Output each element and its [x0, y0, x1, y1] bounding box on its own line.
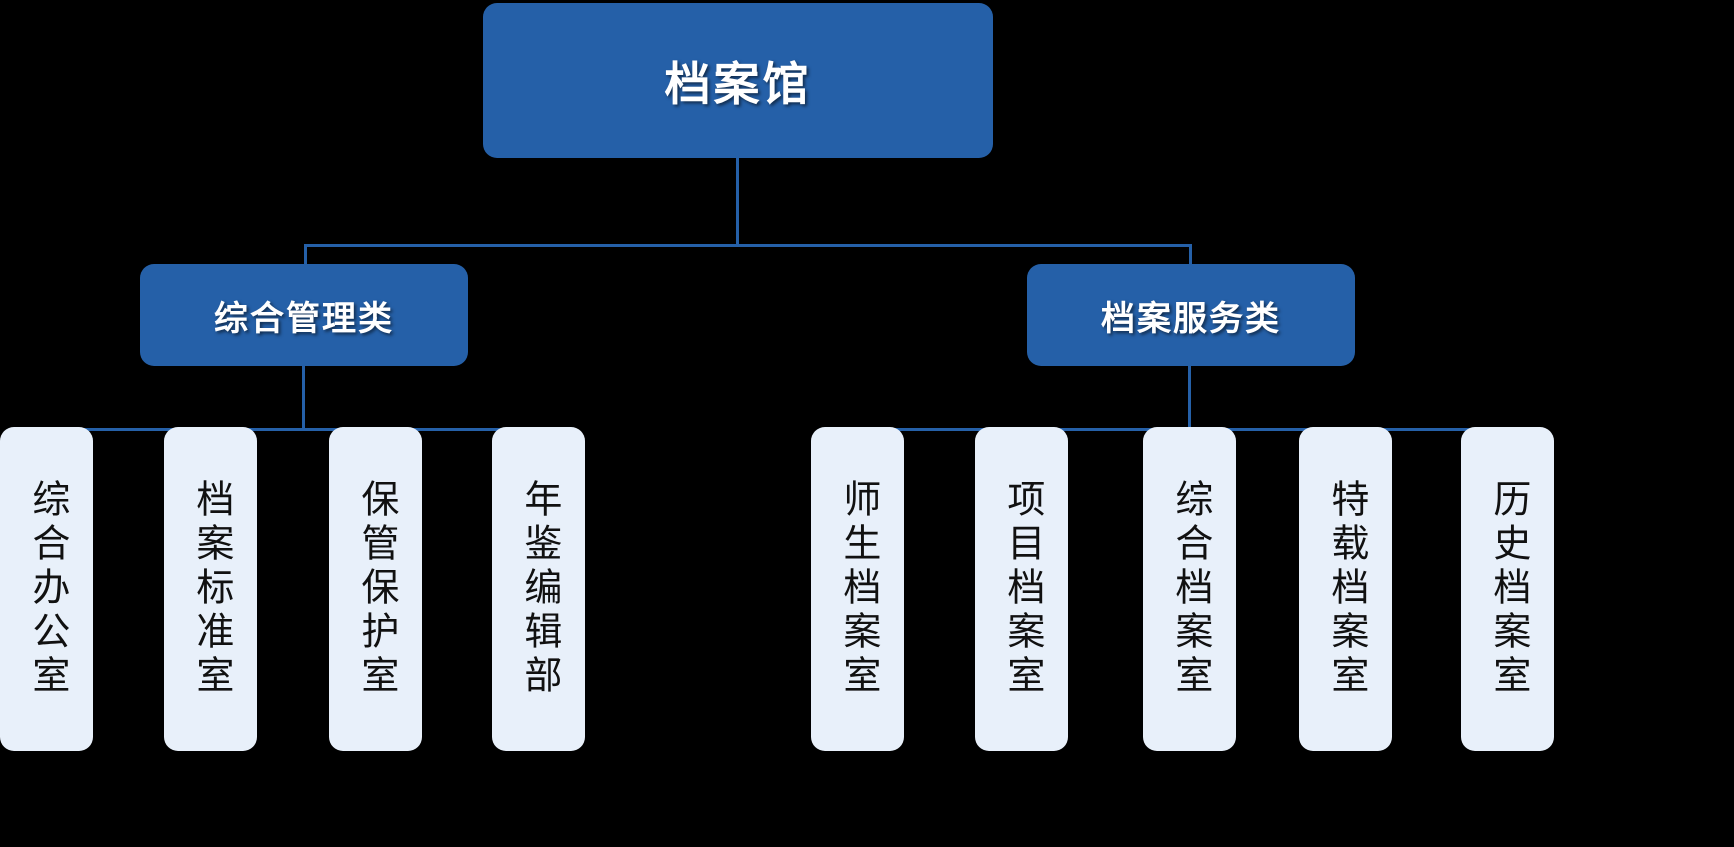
node-leaf-faculty-student-archives-room[interactable]: 师生档案室	[811, 427, 904, 751]
node-leaf-label: 保管保护室	[354, 479, 397, 699]
node-leaf-label: 综合档案室	[1168, 479, 1211, 699]
connector-level1-bus	[304, 244, 1192, 247]
node-leaf-project-archives-room[interactable]: 项目档案室	[975, 427, 1068, 751]
connector-left-branch-drop	[302, 366, 305, 430]
node-leaf-label: 特载档案室	[1324, 479, 1367, 699]
node-branch-right-label: 档案服务类	[1101, 299, 1281, 338]
node-leaf-yearbook-editorial-department[interactable]: 年鉴编辑部	[492, 427, 585, 751]
node-leaf-label: 项目档案室	[1000, 479, 1043, 699]
node-leaf-label: 历史档案室	[1486, 479, 1529, 699]
node-leaf-label: 综合办公室	[25, 479, 68, 699]
node-root-label: 档案馆	[664, 57, 812, 110]
connector-branch-left-drop	[304, 244, 307, 266]
node-leaf-label: 师生档案室	[836, 479, 879, 699]
node-branch-left-label: 综合管理类	[214, 299, 394, 338]
node-leaf-historical-archives-room[interactable]: 历史档案室	[1461, 427, 1554, 751]
node-branch-archive-services[interactable]: 档案服务类	[1027, 264, 1355, 366]
connector-left-group-bus	[45, 428, 540, 431]
connector-branch-right-drop	[1189, 244, 1192, 266]
node-leaf-special-media-archives-room[interactable]: 特载档案室	[1299, 427, 1392, 751]
node-leaf-label: 年鉴编辑部	[517, 479, 560, 699]
node-root-archives[interactable]: 档案馆	[483, 3, 993, 158]
node-leaf-storage-preservation-office[interactable]: 保管保护室	[329, 427, 422, 751]
node-leaf-archive-standards-office[interactable]: 档案标准室	[164, 427, 257, 751]
connector-right-branch-drop	[1188, 366, 1191, 430]
node-branch-comprehensive-management[interactable]: 综合管理类	[140, 264, 468, 366]
connector-root-drop	[736, 158, 739, 246]
node-leaf-comprehensive-archives-room[interactable]: 综合档案室	[1143, 427, 1236, 751]
node-leaf-label: 档案标准室	[189, 479, 232, 699]
node-leaf-general-office[interactable]: 综合办公室	[0, 427, 93, 751]
